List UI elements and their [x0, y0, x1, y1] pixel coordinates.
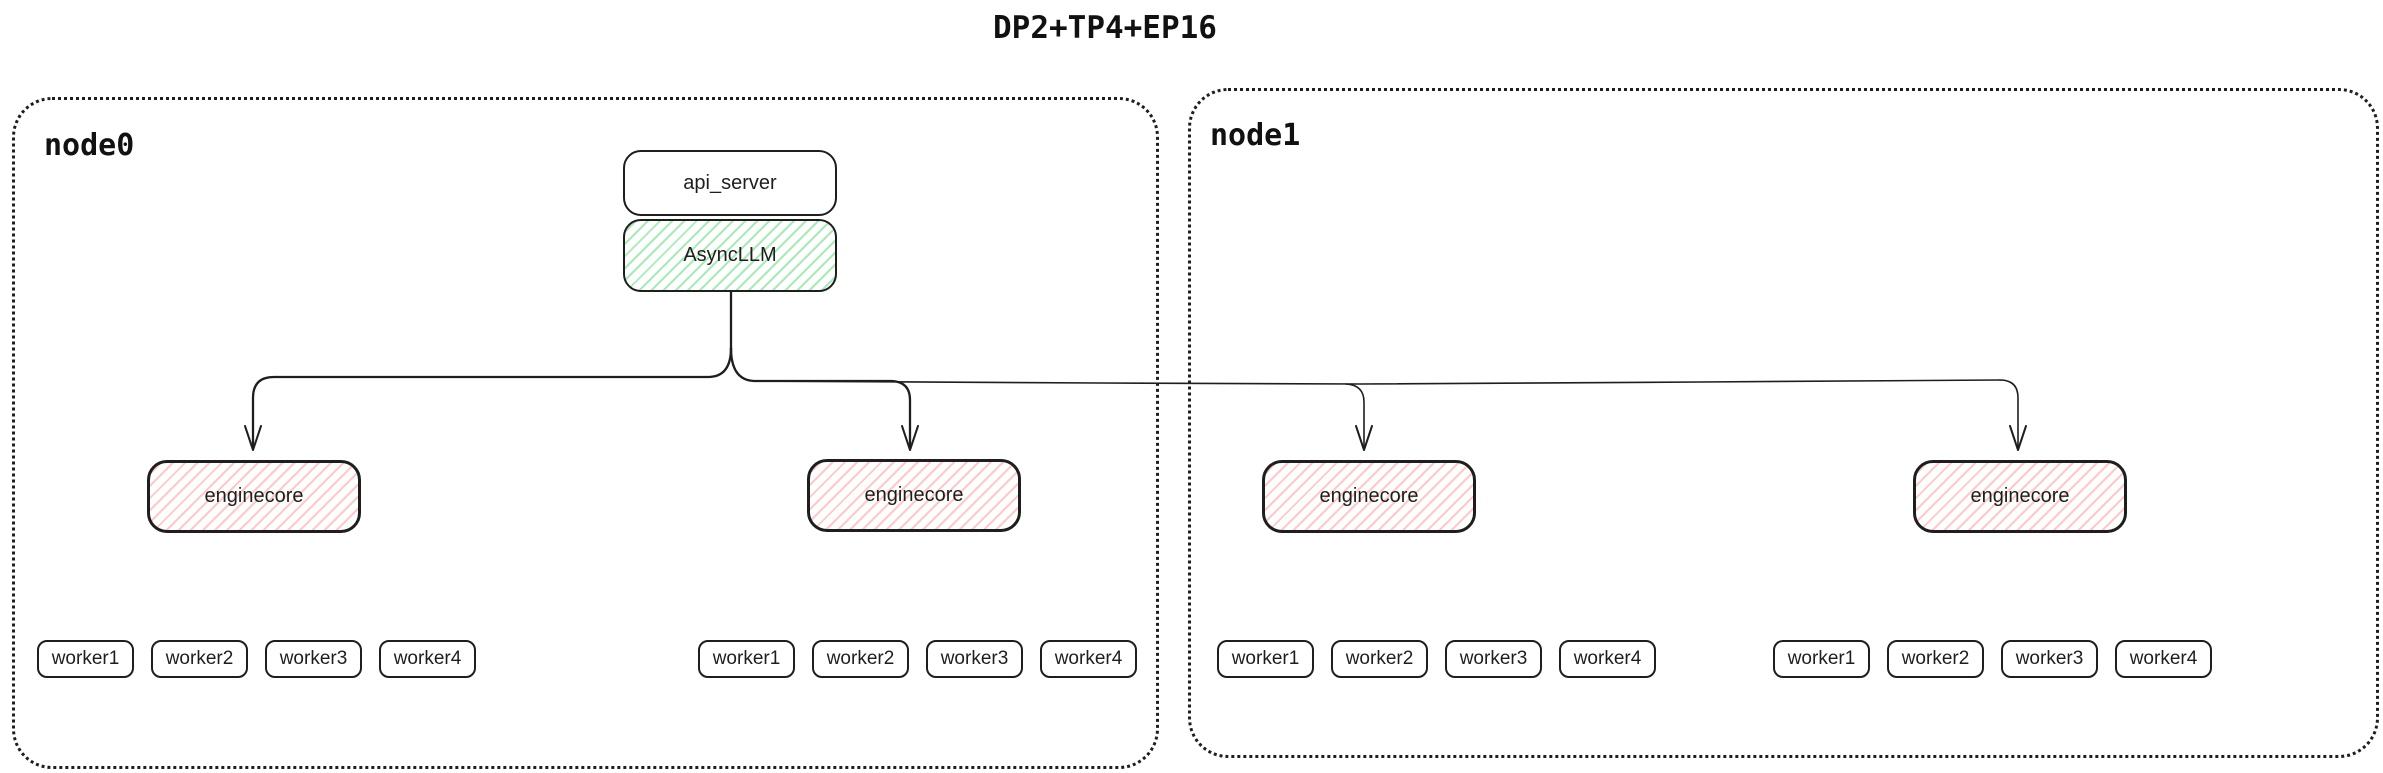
worker-box: worker3	[2001, 640, 2098, 678]
api-server-node: api_server	[623, 150, 837, 216]
worker-label: worker1	[51, 648, 120, 669]
worker-group-node1-1: worker1 worker2 worker3 worker4	[1217, 640, 1656, 678]
worker-box: worker2	[1331, 640, 1428, 678]
worker-box: worker4	[1040, 640, 1137, 678]
worker-label: worker3	[1459, 648, 1528, 669]
worker-label: worker4	[2129, 648, 2198, 669]
worker-label: worker4	[1054, 648, 1123, 669]
worker-box: worker1	[1217, 640, 1314, 678]
arrowhead-enginecore1	[244, 425, 262, 451]
branch-enginecore4	[1999, 379, 2019, 447]
worker-box: worker1	[1773, 640, 1870, 678]
diagram-title: DP2+TP4+EP16	[993, 10, 1217, 46]
enginecore-node0-2: enginecore	[807, 459, 1021, 532]
arrowhead-enginecore2	[901, 425, 919, 451]
branch-enginecore2	[729, 346, 912, 448]
api-server-label: api_server	[683, 171, 777, 194]
node0-label: node0	[44, 128, 135, 163]
worker-label: worker3	[2015, 648, 2084, 669]
worker-box: worker2	[151, 640, 248, 678]
worker-box: worker3	[1445, 640, 1542, 678]
enginecore-node1-2: enginecore	[1913, 460, 2127, 533]
enginecore-label: enginecore	[1970, 485, 2070, 507]
worker-group-node0-2: worker1 worker2 worker3 worker4	[698, 640, 1137, 678]
node1-container	[1188, 88, 2379, 758]
worker-label: worker2	[165, 648, 234, 669]
worker-box: worker4	[2115, 640, 2212, 678]
worker-label: worker4	[1573, 648, 1642, 669]
worker-label: worker2	[1901, 648, 1970, 669]
worker-box: worker1	[37, 640, 134, 678]
worker-label: worker1	[1231, 648, 1300, 669]
branch-enginecore3	[1345, 383, 1365, 447]
worker-group-node1-2: worker1 worker2 worker3 worker4	[1773, 640, 2212, 678]
worker-label: worker2	[1345, 648, 1414, 669]
worker-box: worker2	[812, 640, 909, 678]
node1-label: node1	[1210, 118, 1301, 153]
worker-label: worker1	[1787, 648, 1856, 669]
worker-group-node0-1: worker1 worker2 worker3 worker4	[37, 640, 476, 678]
asyncllm-label: AsyncLLM	[683, 244, 777, 266]
worker-box: worker4	[379, 640, 476, 678]
enginecore-node1-1: enginecore	[1262, 460, 1476, 533]
arrowhead-enginecore3	[1355, 425, 1373, 451]
worker-box: worker3	[265, 640, 362, 678]
asyncllm-node: AsyncLLM	[623, 219, 837, 292]
enginecore-label: enginecore	[864, 484, 964, 506]
worker-label: worker1	[712, 648, 781, 669]
worker-box: worker1	[698, 640, 795, 678]
enginecore-label: enginecore	[204, 485, 304, 507]
arrowhead-enginecore4	[2009, 425, 2027, 451]
worker-label: worker3	[940, 648, 1009, 669]
worker-label: worker4	[393, 648, 462, 669]
enginecore-label: enginecore	[1319, 485, 1419, 507]
worker-box: worker3	[926, 640, 1023, 678]
worker-box: worker2	[1887, 640, 1984, 678]
worker-label: worker3	[279, 648, 348, 669]
worker-box: worker4	[1559, 640, 1656, 678]
branch-enginecore1	[251, 346, 733, 448]
node0-container	[12, 97, 1159, 769]
enginecore-node0-1: enginecore	[147, 460, 361, 533]
worker-label: worker2	[826, 648, 895, 669]
bus-line	[753, 379, 2001, 385]
